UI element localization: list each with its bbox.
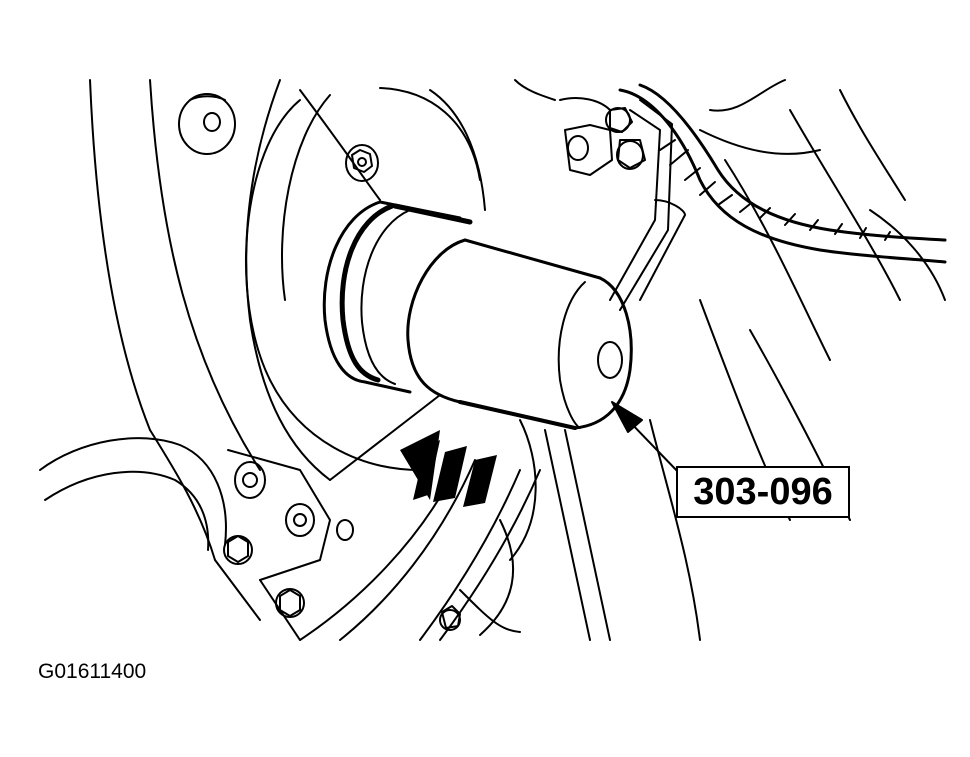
figure-id-label: G01611400 — [38, 660, 147, 683]
engine-block-outline — [89, 79, 946, 561]
bolt-hole-boss — [178, 93, 236, 155]
install-direction-arrow-icon — [400, 430, 497, 507]
leader-arrow-icon — [611, 401, 683, 477]
tool-number-callout: 303-096 — [676, 466, 850, 518]
seal-installer-tool — [322, 200, 633, 430]
wiring-harness — [559, 83, 947, 311]
tool-number-label: 303-096 — [693, 470, 833, 513]
lower-bracket — [39, 437, 354, 641]
bolt-top — [345, 144, 379, 182]
transmission-channel — [299, 299, 851, 641]
